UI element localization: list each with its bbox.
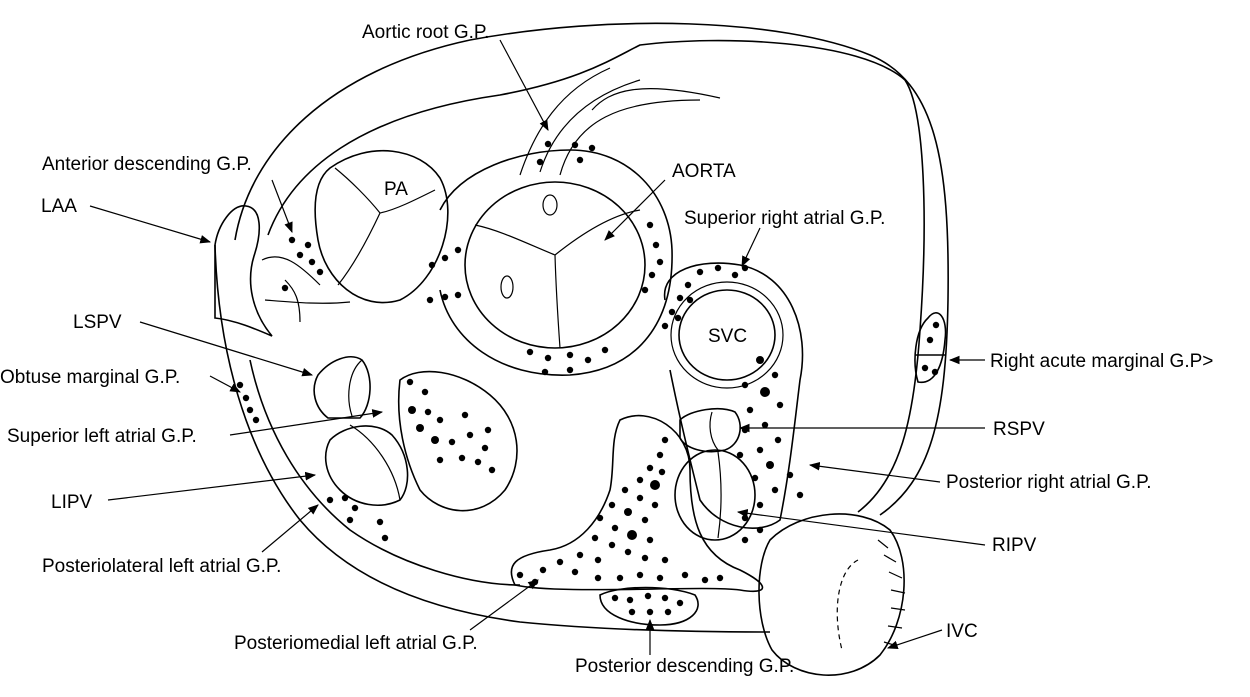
ivc-hatching — [877, 539, 906, 647]
label-ivc: IVC — [946, 621, 978, 642]
right-inferior-pulmonary-vein — [674, 449, 756, 541]
label-lspv: LSPV — [73, 312, 122, 333]
ganglionated-plexi-dots — [236, 140, 940, 616]
lspv-lumen — [348, 359, 363, 417]
leader-ripv — [736, 509, 986, 546]
inner-heart-outline — [267, 39, 925, 513]
label-pa: PA — [384, 179, 408, 200]
label-superior-right-atrial: Superior right atrial G.P. — [684, 208, 885, 229]
superior-left-atrial-region — [397, 370, 518, 512]
leader-anterior-descending — [271, 179, 293, 234]
left-atrial-appendage — [214, 205, 273, 337]
posterior-descending-region — [599, 586, 699, 626]
aorta — [464, 181, 646, 349]
leader-aorta — [604, 179, 666, 241]
svc-sheath — [663, 262, 804, 529]
anterior-descending-groove — [261, 256, 351, 323]
leader-obtuse-marginal — [209, 375, 241, 393]
leader-posterolateral-left-atrial — [261, 504, 319, 553]
ripv-lumen — [717, 451, 722, 539]
outer-heart-outline — [234, 22, 949, 516]
label-superior-left-atrial: Superior left atrial G.P. — [7, 426, 197, 447]
left-superior-pulmonary-vein — [313, 356, 371, 419]
inferior-vena-cava — [758, 513, 905, 676]
label-posterolateral-left-atrial: Posteriolateral left atrial G.P. — [42, 556, 281, 577]
aortic-valve-cusps — [474, 209, 641, 349]
aortic-ostium-upper — [542, 194, 558, 216]
label-svc: SVC — [708, 326, 747, 347]
label-right-acute-marginal: Right acute marginal G.P> — [990, 351, 1213, 372]
label-obtuse-marginal: Obtuse marginal G.P. — [0, 367, 180, 388]
aortic-ostium-lower — [500, 275, 514, 299]
right-acute-marginal-groove — [914, 312, 947, 383]
leader-posteriomedial-left-atrial — [469, 579, 539, 631]
label-rspv: RSPV — [993, 419, 1045, 440]
label-aortic-root: Aortic root G.P. — [362, 22, 489, 43]
pulmonary-valve-cusps — [334, 167, 436, 286]
ivc-lumen — [836, 559, 859, 651]
posterior-atrial-region — [510, 414, 764, 593]
leader-ivc — [886, 629, 943, 650]
label-ripv: RIPV — [992, 535, 1037, 556]
label-aorta: AORTA — [672, 161, 736, 182]
leader-lspv — [139, 321, 314, 377]
label-lipv: LIPV — [51, 492, 93, 513]
svc-inner-ring — [670, 281, 784, 389]
label-posterior-right-atrial: Posterior right atrial G.P. — [946, 472, 1152, 493]
pulmonary-artery — [314, 149, 449, 304]
leader-posterior-right-atrial — [808, 461, 941, 483]
right-superior-pulmonary-vein — [679, 408, 741, 453]
aortic-sheath — [439, 149, 673, 376]
leader-lipv — [107, 471, 317, 501]
rspv-lumen — [709, 411, 719, 451]
superior-vena-cava — [678, 289, 776, 381]
leader-superior-left-atrial — [229, 409, 384, 436]
label-posterior-descending: Posterior descending G.P. — [575, 656, 794, 677]
label-anterior-descending: Anterior descending G.P. — [42, 154, 252, 175]
left-atrial-inner-wall — [249, 359, 521, 586]
lipv-lumen — [349, 424, 401, 501]
leader-superior-right-atrial — [741, 227, 761, 267]
label-posteriomedial-left-atrial: Posteriomedial left atrial G.P. — [234, 633, 478, 654]
leader-laa — [89, 205, 212, 244]
label-laa: LAA — [41, 196, 77, 217]
leader-aortic-root — [499, 39, 549, 131]
aortic-root-vessels — [519, 67, 721, 176]
